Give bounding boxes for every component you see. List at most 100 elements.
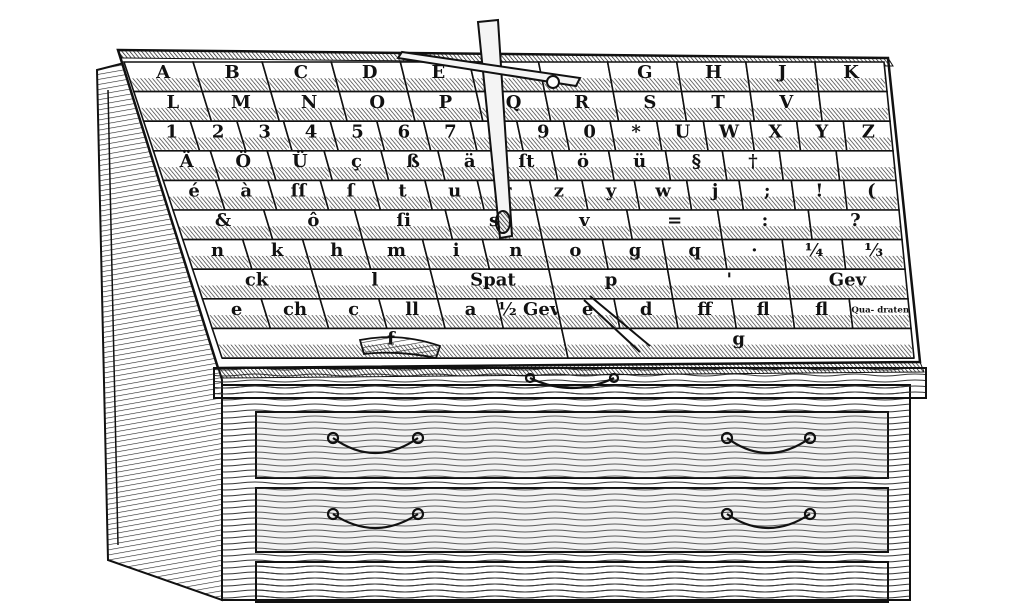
type-letter-label: n [509, 240, 522, 261]
compartment-shadow [851, 315, 910, 328]
type-letter-label: ſſ [291, 181, 308, 202]
compartment-shadow [616, 107, 685, 121]
type-letter-label: fl [815, 299, 828, 320]
type-letter-label: ſi [396, 210, 411, 231]
type-letter-label: N [301, 92, 317, 113]
type-letter-label: U [675, 121, 691, 142]
type-letter-label: j [710, 181, 719, 202]
type-letter-label: ö [577, 151, 589, 172]
compartment-shadow [426, 255, 487, 269]
type-letter-label: ç [351, 151, 362, 172]
type-letter-label: i [453, 240, 460, 261]
compartment-shadow [781, 167, 839, 180]
compartment-shadow [752, 107, 821, 121]
compartment-shadow [272, 196, 326, 209]
compartment-shadow [307, 255, 368, 269]
compartment-shadow [748, 78, 817, 91]
compartment-shadow [158, 167, 217, 180]
compartment-shadow [792, 315, 852, 328]
type-letter-label: é [188, 181, 199, 202]
compartment-shadow [404, 78, 474, 91]
type-letter-label: s [489, 210, 499, 231]
type-letter-label: H [705, 62, 722, 83]
compartment-shadow [552, 285, 671, 298]
compartment-shadow [611, 167, 669, 180]
type-letter-label: 4 [305, 121, 318, 142]
type-letter-label: M [231, 92, 251, 113]
rolled-paper-icon [358, 336, 442, 360]
compartment-shadow [500, 315, 559, 328]
compartment-shadow [358, 226, 450, 239]
type-letter-label: 6 [398, 121, 411, 142]
type-letter-label: ch [283, 299, 307, 320]
compartment-shadow [665, 255, 725, 269]
type-letter-label: h [330, 240, 343, 261]
compartment-shadow [288, 137, 336, 150]
type-letter-label: w [654, 181, 671, 202]
compartment-shadow [724, 167, 782, 180]
compartment-shadow [335, 78, 405, 91]
compartment-shadow [533, 196, 586, 209]
compartment-shadow [215, 167, 273, 180]
compartment-shadow [367, 255, 428, 269]
compartment-shadow [316, 285, 435, 298]
compartment-shadow [679, 78, 749, 91]
type-letter-label: q [688, 240, 701, 261]
type-letter-label: · [751, 240, 757, 261]
compartment-shadow [129, 78, 200, 91]
type-letter-label: D [362, 62, 378, 83]
compartment-shadow [428, 196, 482, 209]
type-letter-label: B [224, 62, 239, 83]
type-letter-label: O [369, 92, 385, 113]
type-letter-label: g [629, 240, 642, 261]
compartment-shadow [605, 255, 666, 269]
compartment-shadow [734, 315, 793, 328]
compartment-shadow [788, 285, 907, 298]
type-letter-label: Qua- draten [851, 306, 909, 316]
compartment-shadow [844, 255, 904, 269]
compartment-shadow [168, 196, 222, 209]
type-letter-label: W [718, 121, 740, 142]
compartment-shadow [845, 137, 892, 150]
compartment-shadow [629, 226, 721, 239]
type-letter-label: : [762, 210, 769, 231]
compartment-shadow [324, 196, 378, 209]
compartment-shadow [668, 167, 725, 180]
type-letter-label: G [637, 62, 652, 83]
drawer-handle-icon [326, 372, 817, 530]
compartment-shadow [566, 137, 614, 150]
compartment-shadow [741, 196, 794, 209]
compartment-shadow [197, 285, 317, 298]
composing-stick-icon [396, 18, 582, 240]
compartment-shadow [275, 107, 345, 121]
compartment-shadow [838, 167, 895, 180]
compartment-shadow [617, 315, 676, 328]
type-letter-label: Gev [829, 269, 867, 290]
compartment-shadow [720, 226, 811, 239]
type-letter-label: Ö [235, 149, 251, 172]
compartment-shadow [376, 196, 430, 209]
type-letter-label: ü [633, 151, 646, 172]
compartment-shadow [266, 315, 326, 328]
type-letter-label: R [574, 92, 590, 113]
type-letter-label: ä [464, 151, 476, 172]
type-letter-label: p [605, 269, 618, 290]
compartment-shadow [845, 196, 898, 209]
type-letter-label: 5 [351, 121, 364, 142]
type-letter-label: z [554, 181, 564, 202]
type-letter-label: P [439, 92, 453, 113]
type-letter-label: ſ [347, 181, 356, 202]
type-letter-label: ? [850, 210, 861, 231]
compartment-shadow [784, 255, 845, 269]
compartment-shadow [385, 167, 443, 180]
compartment-shadow [427, 137, 474, 150]
type-letter-label: † [748, 151, 757, 172]
type-letter-label: Ä [179, 149, 195, 172]
type-letter-label: ſt [518, 151, 535, 172]
compartment-shadow [684, 107, 753, 121]
compartment-shadow [637, 196, 690, 209]
type-letter-label: ß [406, 151, 420, 172]
type-letter-label: Spat [470, 269, 516, 290]
type-letter-label: Ü [292, 149, 308, 172]
